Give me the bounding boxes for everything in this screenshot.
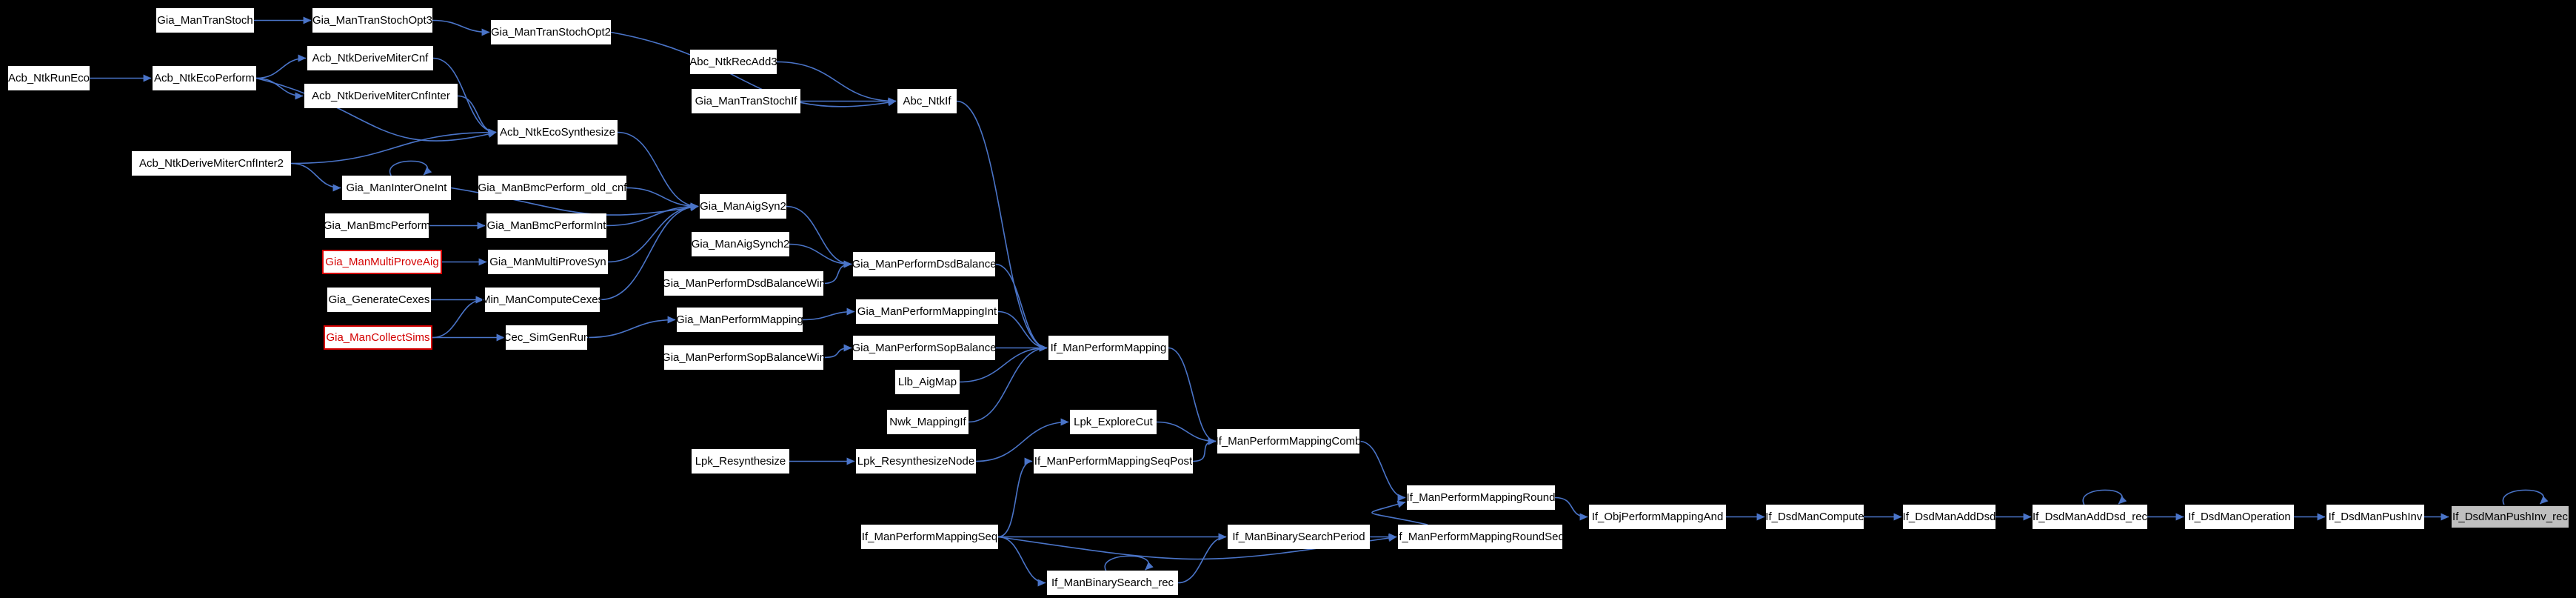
call-edge: [1168, 347, 1217, 445]
graph-node[interactable]: Gia_ManPerformSopBalanceWin: [662, 345, 826, 370]
call-edge: [599, 202, 699, 301]
self-call-edge: [2502, 489, 2549, 505]
graph-node[interactable]: Gia_ManPerformDsdBalanceWin: [662, 271, 826, 296]
call-edge: [786, 205, 852, 268]
graph-node[interactable]: Gia_ManTranStochIf: [692, 89, 800, 113]
graph-node[interactable]: Gia_ManMultiProveSyn: [488, 250, 608, 274]
graph-node[interactable]: Gia_ManAigSynch2: [692, 232, 789, 256]
graph-node[interactable]: Gia_ManPerformSopBalance: [852, 336, 997, 360]
graph-node[interactable]: Gia_ManBmcPerformInt: [486, 213, 606, 238]
call-edge: [1177, 533, 1227, 584]
call-edge: [1371, 500, 1428, 525]
self-call-edge: [1104, 555, 1154, 571]
call-edge: [1156, 421, 1217, 445]
graph-node[interactable]: If_ManPerformMappingRoundSeq: [1396, 525, 1565, 549]
graph-node[interactable]: Min_ManComputeCexes: [481, 288, 603, 312]
graph-node[interactable]: If_DsdManPushInv: [2326, 505, 2424, 529]
graph-node[interactable]: Gia_ManPerformMappingInt: [856, 299, 998, 324]
graph-node[interactable]: If_ManPerformMappingComb: [1216, 429, 1361, 454]
graph-node[interactable]: If_ManPerformMapping: [1048, 336, 1168, 360]
graph-node[interactable]: Gia_ManMultiProveAig: [322, 250, 442, 274]
graph-node[interactable]: Gia_ManBmcPerform_old_cnf: [478, 176, 626, 200]
call-edge: [802, 308, 855, 321]
call-edge: [607, 202, 699, 263]
graph-node-current[interactable]: If_DsdManPushInv_rec: [2450, 505, 2570, 529]
graph-node[interactable]: Acb_NtkRunEco: [8, 66, 90, 90]
graph-node[interactable]: Lpk_ExploreCut: [1070, 410, 1157, 434]
call-edge: [997, 457, 1033, 538]
call-edge: [432, 19, 490, 36]
graph-node[interactable]: If_DsdManAddDsd_rec: [2033, 505, 2147, 529]
graph-node[interactable]: Acb_NtkDeriveMiterCnf: [307, 46, 433, 70]
graph-node[interactable]: Llb_AigMap: [895, 370, 960, 394]
graph-node[interactable]: Gia_ManTranStochOpt2: [491, 20, 611, 44]
call-edge: [617, 131, 699, 210]
call-edge: [432, 296, 484, 339]
call-edge: [1192, 437, 1217, 462]
graph-node[interactable]: If_ManBinarySearch_rec: [1047, 571, 1178, 595]
graph-node[interactable]: Acb_NtkEcoPerform: [153, 66, 256, 90]
graph-node[interactable]: If_DsdManAddDsd: [1903, 505, 1995, 529]
call-edge: [789, 243, 852, 268]
call-edge: [994, 263, 1048, 352]
graph-node[interactable]: Gia_ManAigSyn2: [700, 194, 786, 219]
graph-node[interactable]: If_ManPerformMappingSeq: [861, 525, 998, 549]
call-edge: [968, 344, 1048, 423]
graph-node[interactable]: Gia_GenerateCexes: [327, 288, 431, 312]
call-edge: [457, 95, 497, 136]
call-edge: [290, 128, 497, 165]
call-edge: [997, 536, 1046, 587]
graph-node[interactable]: Gia_ManInterOneInt: [342, 176, 451, 200]
call-edge: [255, 77, 497, 142]
call-edge: [290, 162, 341, 192]
call-edge: [586, 316, 676, 339]
call-edge: [1554, 496, 1588, 521]
graph-node[interactable]: If_DsdManCompute: [1765, 505, 1864, 529]
call-edge: [776, 61, 897, 105]
graph-node[interactable]: Gia_ManCollectSims: [324, 325, 432, 350]
call-edge: [823, 260, 852, 285]
graph-node[interactable]: Abc_NtkRecAdd3: [689, 50, 777, 74]
graph-node[interactable]: If_ManPerformMappingSeqPost: [1034, 449, 1193, 474]
call-edge: [626, 187, 699, 210]
call-edge: [255, 54, 307, 79]
call-edge: [610, 31, 897, 107]
graph-node[interactable]: Gia_ManTranStochOpt3: [312, 8, 432, 33]
graph-node[interactable]: Acb_NtkDeriveMiterCnfInter: [304, 84, 458, 108]
graph-node[interactable]: Acb_NtkDeriveMiterCnfInter2: [132, 151, 291, 176]
graph-node[interactable]: If_ManPerformMappingRound: [1407, 485, 1555, 510]
graph-node[interactable]: Lpk_Resynthesize: [692, 449, 789, 474]
call-edge: [255, 77, 304, 100]
graph-node[interactable]: Gia_ManPerformDsdBalance: [852, 252, 997, 276]
call-edge: [1359, 440, 1406, 502]
call-edge: [823, 344, 852, 359]
graph-node[interactable]: Acb_NtkEcoSynthesize: [498, 120, 618, 144]
graph-node[interactable]: Abc_NtkIf: [897, 89, 957, 113]
call-edge: [959, 344, 1048, 383]
call-edge: [975, 418, 1069, 462]
graph-node[interactable]: If_DsdManOperation: [2185, 505, 2294, 529]
self-call-edge: [2082, 489, 2127, 505]
graph-node[interactable]: Nwk_MappingIf: [887, 410, 968, 434]
self-call-edge: [389, 160, 432, 176]
graph-node[interactable]: Lpk_ResynthesizeNode: [856, 449, 976, 474]
graph-node[interactable]: Gia_ManPerformMapping: [676, 308, 803, 332]
graph-node[interactable]: Gia_ManBmcPerform: [324, 213, 430, 238]
call-edge: [606, 202, 699, 227]
graph-node[interactable]: Gia_ManTranStoch: [156, 8, 254, 33]
call-edge: [956, 100, 1048, 352]
graph-node[interactable]: If_ManBinarySearchPeriod: [1228, 525, 1370, 549]
graph-node[interactable]: If_ObjPerformMappingAnd: [1589, 505, 1726, 529]
graph-node[interactable]: Cec_SimGenRun: [504, 325, 589, 350]
